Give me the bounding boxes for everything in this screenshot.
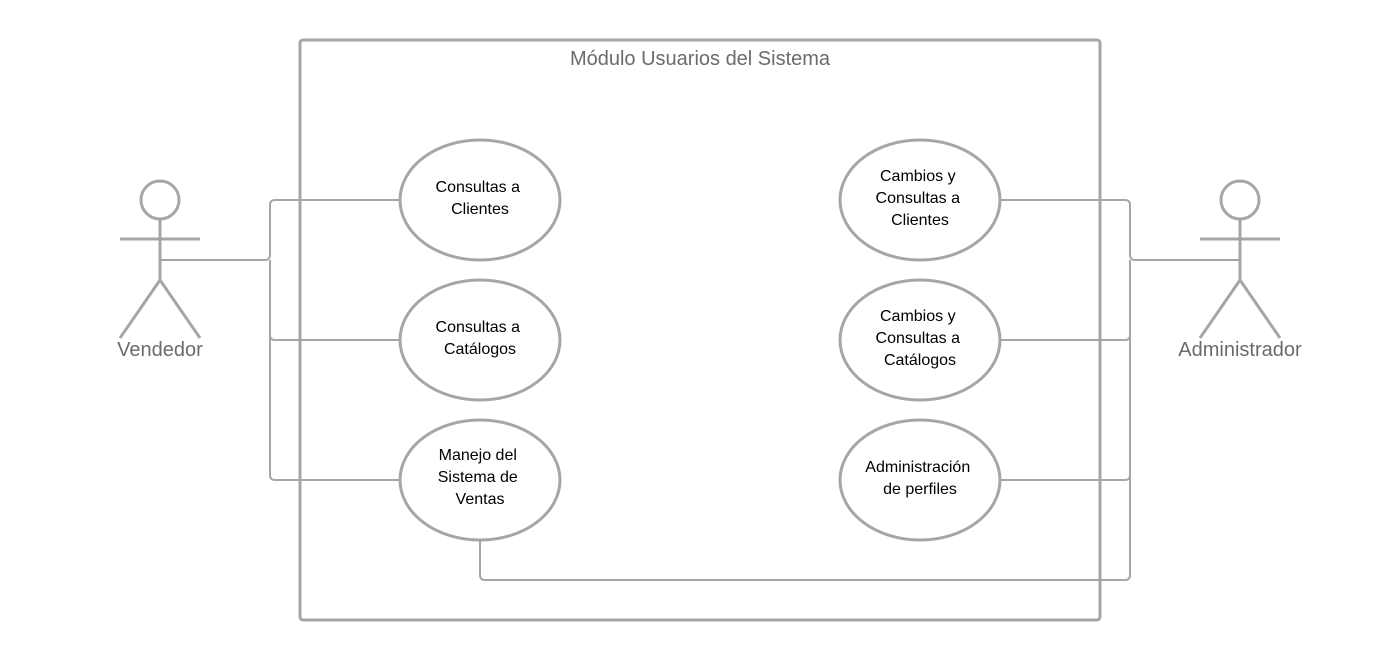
connector-vendedor-consultas-clientes <box>160 199 400 261</box>
uc-line: Cambios y <box>880 308 956 325</box>
use-case-cambios-clientes: Cambios y Consultas a Clientes <box>838 138 1002 262</box>
uc-line: Clientes <box>451 201 509 218</box>
uc-line: Cambios y <box>880 168 956 185</box>
uc-line: Administración <box>865 459 970 476</box>
svg-text:Consultas a Catálogos: Consultas a Catálogos <box>436 319 525 358</box>
svg-text:Cambios y Consultas a: Cambios y Consultas a Catálogos <box>876 308 965 369</box>
uc-line: Catálogos <box>444 341 516 358</box>
actor-administrador-head <box>1219 179 1261 221</box>
actor-vendedor-head <box>139 179 181 221</box>
actor-administrador <box>1198 179 1282 339</box>
svg-text:Administración de perfil: Administración de perfiles <box>865 459 974 498</box>
connector-admin-cambios-catalogos <box>1000 260 1131 341</box>
actor-vendedor-label: Vendedor <box>117 339 203 361</box>
connector-admin-manejo-ventas <box>479 475 1131 581</box>
actor-vendedor <box>118 179 202 339</box>
svg-text:Manejo del Sistema de: Manejo del Sistema de Ventas <box>438 447 523 508</box>
uc-line: Sistema de <box>438 469 518 486</box>
uc-line: Consultas a <box>436 319 521 336</box>
connector-vendedor-manejo-ventas <box>269 335 400 481</box>
right-connectors <box>479 199 1240 581</box>
svg-text:Cambios y Consultas a: Cambios y Consultas a Clientes <box>876 168 965 229</box>
uc-line: Catálogos <box>884 352 956 369</box>
use-case-admin-perfiles: Administración de perfiles <box>838 418 1002 542</box>
uc-line: Clientes <box>891 212 949 229</box>
system-title: Módulo Usuarios del Sistema <box>570 48 831 70</box>
use-case-consultas-catalogos: Consultas a Catálogos <box>398 278 562 402</box>
uc-line: Manejo del <box>439 447 517 464</box>
use-case-manejo-ventas: Manejo del Sistema de Ventas <box>398 418 562 542</box>
use-case-cambios-catalogos: Cambios y Consultas a Catálogos <box>838 278 1002 402</box>
left-connectors <box>160 199 400 481</box>
connector-admin-cambios-clientes <box>1000 199 1240 261</box>
use-case-consultas-clientes: Consultas a Clientes <box>398 138 562 262</box>
uc-line: Consultas a <box>876 190 961 207</box>
system-boundary <box>298 38 1102 622</box>
uc-line: Consultas a <box>876 330 961 347</box>
connector-vendedor-consultas-catalogos <box>269 260 400 341</box>
uc-line: de perfiles <box>883 481 957 498</box>
uc-line: Ventas <box>456 491 505 508</box>
svg-text:Consultas a Clientes: Consultas a Clientes <box>436 179 525 218</box>
actor-administrador-label: Administrador <box>1178 339 1302 361</box>
uc-line: Consultas a <box>436 179 521 196</box>
connector-admin-perfiles <box>1000 335 1131 481</box>
